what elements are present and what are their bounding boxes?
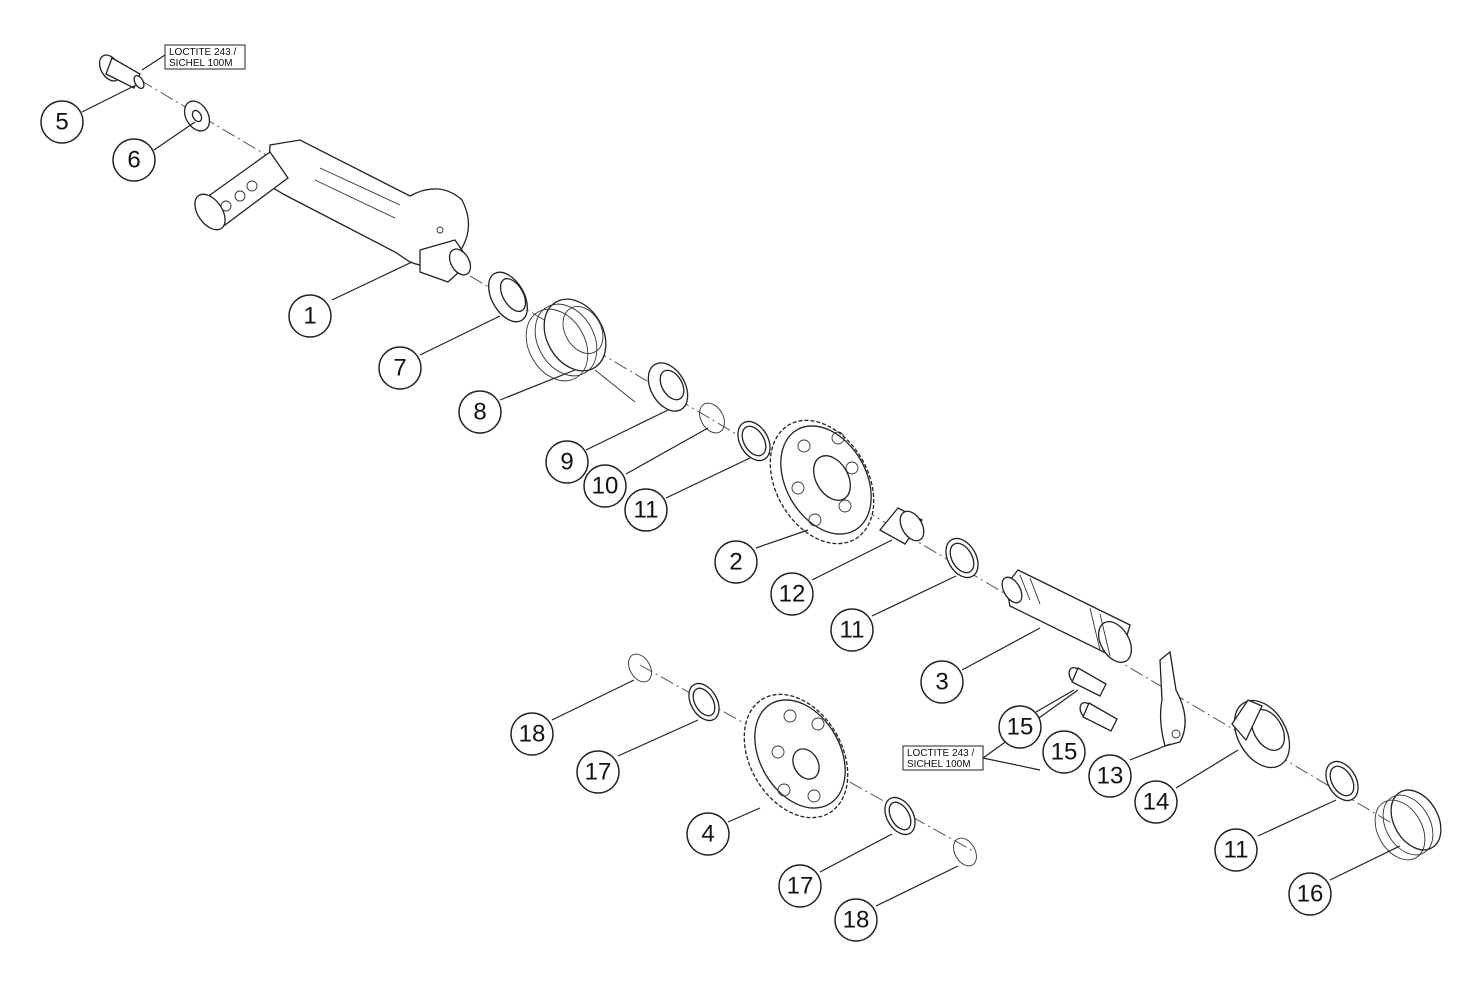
callout-10-label: 10	[592, 473, 619, 500]
callout-18-b-label: 18	[843, 907, 870, 934]
part-shim-b	[945, 537, 979, 579]
part-circlip-18b	[953, 837, 977, 867]
part-shim-c	[1325, 760, 1359, 802]
part-ratchet	[1231, 699, 1291, 769]
callout-13-label: 13	[1097, 763, 1124, 790]
leader-lines	[81, 85, 1401, 907]
callout-4: 4	[686, 812, 730, 856]
callout-6: 6	[112, 138, 156, 182]
callout-5-label: 5	[55, 109, 68, 136]
part-sleeve	[879, 507, 925, 545]
callout-3: 3	[920, 660, 964, 704]
callout-18-a: 18	[510, 712, 554, 756]
part-ratchet-pawl	[1159, 650, 1186, 747]
note-threadlock-bottom: LOCTITE 243 / SICHEL 100M	[902, 689, 1079, 771]
part-gear-4	[743, 693, 849, 819]
callout-12: 12	[770, 572, 814, 616]
callout-4-label: 4	[701, 821, 714, 848]
callout-17-b-label: 17	[787, 873, 814, 900]
part-coil-spring	[525, 298, 636, 403]
part-circlip-18a	[628, 653, 652, 683]
callout-2: 2	[714, 540, 758, 584]
callout-11-b-label: 11	[840, 617, 865, 644]
callout-14-label: 14	[1143, 789, 1170, 816]
part-pin	[98, 54, 145, 90]
part-washer-17b	[884, 796, 916, 836]
callout-17-b: 17	[778, 864, 822, 908]
callout-11-c-label: 11	[1224, 837, 1249, 864]
callout-15-b: 15	[1042, 730, 1086, 774]
part-bolt-b	[1079, 701, 1118, 732]
part-washer-small	[183, 100, 211, 132]
note-top-line1: LOCTITE 243 /	[169, 47, 236, 58]
callout-9: 9	[545, 440, 589, 484]
part-bushing	[647, 362, 689, 412]
callout-10: 10	[583, 464, 627, 508]
callout-7-label: 7	[393, 355, 406, 382]
callout-11-a: 11	[624, 488, 668, 532]
callout-8-label: 8	[473, 399, 486, 426]
callout-17-a-label: 17	[585, 759, 612, 786]
callout-18-b: 18	[834, 898, 878, 942]
part-washer-17a	[688, 682, 720, 722]
callout-9-label: 9	[560, 449, 573, 476]
part-shim-a	[737, 420, 771, 462]
callout-17-a: 17	[576, 750, 620, 794]
callout-6-label: 6	[127, 147, 140, 174]
callout-8: 8	[458, 390, 502, 434]
callout-3-label: 3	[935, 669, 948, 696]
callout-16-label: 16	[1297, 881, 1324, 908]
part-kickstart-shaft	[1001, 569, 1133, 663]
callout-18-a-label: 18	[519, 721, 546, 748]
note-top-line2: SICHEL 100M	[169, 58, 233, 69]
callout-13: 13	[1088, 754, 1132, 798]
note-bottom-line1: LOCTITE 243 /	[907, 748, 974, 759]
callout-2-label: 2	[729, 549, 742, 576]
callout-16: 16	[1288, 872, 1332, 916]
callout-15-a-label: 15	[1007, 714, 1034, 741]
callout-14: 14	[1134, 780, 1178, 824]
callout-12-label: 12	[779, 581, 806, 608]
callout-11-b: 11	[830, 608, 874, 652]
callout-5: 5	[40, 100, 84, 144]
part-circlip	[699, 402, 725, 434]
callout-1: 1	[288, 294, 332, 338]
callout-1-label: 1	[303, 303, 316, 330]
callout-15-a: 15	[998, 705, 1042, 749]
note-threadlock-top: LOCTITE 243 / SICHEL 100M	[141, 44, 246, 71]
part-idler-gear	[769, 419, 875, 545]
callout-11-c: 11	[1214, 828, 1258, 872]
callout-7: 7	[378, 346, 422, 390]
callout-11-a-label: 11	[634, 497, 659, 524]
callout-15-b-label: 15	[1051, 739, 1078, 766]
part-kickstart-lever	[194, 139, 472, 283]
part-bolt-a	[1068, 666, 1107, 697]
note-bottom-line2: SICHEL 100M	[907, 759, 971, 770]
part-return-spring	[1374, 789, 1442, 861]
part-seal-ring	[488, 271, 528, 323]
